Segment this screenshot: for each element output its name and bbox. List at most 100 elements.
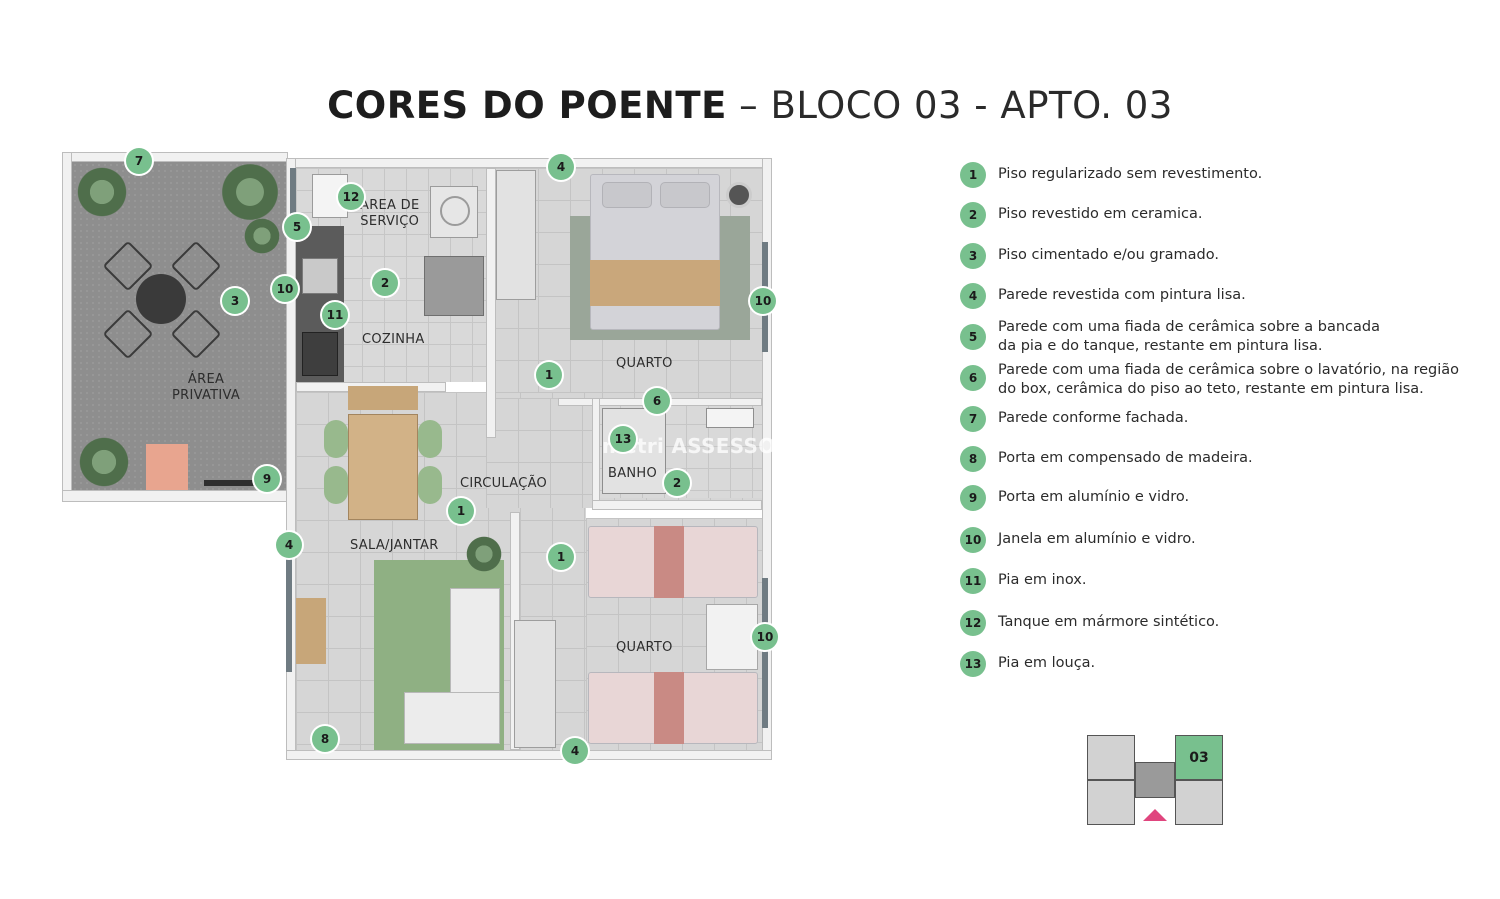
bed-pillow [602, 182, 652, 208]
legend-text: Piso regularizado sem revestimento. [998, 166, 1263, 182]
legend-text: Piso revestido em ceramica. [998, 206, 1203, 222]
terrace-bench [146, 444, 188, 490]
legend-text: Janela em alumínio e vidro. [998, 531, 1196, 547]
door-sala-left [286, 532, 292, 672]
watermark: metri ASSESSORIA [602, 434, 815, 458]
plant-icon [76, 434, 132, 490]
marker-1: 1 [448, 498, 474, 524]
outer-wall-main-top [286, 158, 772, 168]
key-unit-03: 03 [1175, 735, 1223, 780]
marker-5: 5 [284, 214, 310, 240]
room-label-area-privativa: ÁREA PRIVATIVA [172, 372, 241, 403]
lavatorio [706, 408, 754, 428]
bed-throw-2 [654, 672, 684, 744]
marker-6: 6 [644, 388, 670, 414]
legend-marker: 12 [960, 610, 986, 636]
key-pointer-icon [1143, 809, 1167, 821]
marker-2: 2 [372, 270, 398, 296]
marker-3: 3 [222, 288, 248, 314]
sofa-chaise [404, 692, 500, 744]
sink-inox [302, 258, 338, 294]
wardrobe-bottom [514, 620, 556, 748]
legend-marker: 10 [960, 527, 986, 553]
legend-text: Porta em compensado de madeira. [998, 450, 1253, 466]
marker-4: 4 [562, 738, 588, 764]
legend-marker: 8 [960, 446, 986, 472]
marker-4: 4 [276, 532, 302, 558]
block-key-map: 03 [1087, 735, 1223, 825]
outer-wall-top-terrace [62, 152, 288, 162]
floor-plan: ÁREA PRIVATIVA ÁREA DE SERVIÇO COZINHA Q… [62, 148, 814, 764]
marker-11: 11 [322, 302, 348, 328]
room-label-quarto-top: QUARTO [616, 356, 673, 371]
plant-icon [464, 534, 504, 574]
legend-marker: 1 [960, 162, 986, 188]
window-servico [290, 168, 296, 218]
bed-pillow [660, 182, 710, 208]
plant-icon [242, 216, 282, 256]
fridge [424, 256, 484, 316]
legend-marker: 9 [960, 485, 986, 511]
desk [706, 604, 758, 670]
terrace-table [136, 274, 186, 324]
legend-marker: 3 [960, 243, 986, 269]
legend-marker: 6 [960, 365, 986, 391]
outer-wall-terrace-bottom [62, 490, 292, 502]
marker-1: 1 [548, 544, 574, 570]
marker-2: 2 [664, 470, 690, 496]
dining-chair [324, 420, 348, 458]
window-quarto-bottom [762, 578, 768, 728]
tv-stand [296, 598, 326, 664]
shower-box [602, 408, 666, 494]
marker-1: 1 [536, 362, 562, 388]
key-unit-02 [1087, 780, 1135, 825]
dining-chair [418, 466, 442, 504]
room-label-quarto-bottom: QUARTO [616, 640, 673, 655]
legend-text: Porta em alumínio e vidro. [998, 489, 1190, 505]
sideboard [348, 386, 418, 410]
legend-text: Tanque em mármore sintético. [998, 614, 1220, 630]
room-label-cozinha: COZINHA [362, 332, 425, 347]
key-unit-04 [1175, 780, 1223, 825]
marker-10: 10 [750, 288, 776, 314]
marker-13: 13 [610, 426, 636, 452]
dining-chair [324, 466, 348, 504]
title-dash: – [739, 84, 759, 127]
room-label-banho: BANHO [608, 466, 658, 481]
marker-12: 12 [338, 184, 364, 210]
title-unit: BLOCO 03 - APTO. 03 [770, 84, 1173, 127]
bed-throw [590, 260, 720, 306]
marker-7: 7 [126, 148, 152, 174]
washing-machine-door [440, 196, 470, 226]
wall-banho-bottom [592, 500, 762, 510]
bed-throw-1 [654, 526, 684, 598]
room-label-sala-jantar: SALA/JANTAR [350, 538, 439, 553]
dining-chair [418, 420, 442, 458]
stove [302, 332, 338, 376]
legend-marker: 13 [960, 651, 986, 677]
legend-marker: 5 [960, 324, 986, 350]
page-title: CORES DO POENTE – BLOCO 03 - APTO. 03 [0, 84, 1500, 127]
marker-9: 9 [254, 466, 280, 492]
outer-wall-main-bottom [286, 750, 772, 760]
marker-10: 10 [272, 276, 298, 302]
legend-text: Parede com uma fiada de cerâmica sobre a… [998, 319, 1380, 354]
legend-text: Pia em inox. [998, 572, 1087, 588]
marker-8: 8 [312, 726, 338, 752]
legend-text: Piso cimentado e/ou gramado. [998, 247, 1219, 263]
legend-text: Parede com uma fiada de cerâmica sobre o… [998, 362, 1460, 397]
legend-marker: 7 [960, 406, 986, 432]
wall-corridor-left [486, 168, 496, 438]
dining-table [348, 414, 418, 520]
room-label-circulacao: CIRCULAÇÃO [460, 476, 548, 491]
wall-banho-left [592, 398, 600, 504]
nightstand-lamp [726, 182, 752, 208]
legend-marker: 4 [960, 283, 986, 309]
wardrobe-top [496, 170, 536, 300]
key-unit-label: 03 [1189, 750, 1209, 766]
room-label-area-servico: ÁREA DE SERVIÇO [360, 198, 420, 229]
marker-10: 10 [752, 624, 778, 650]
outer-wall-terrace-left [62, 152, 72, 502]
key-unit-01 [1087, 735, 1135, 780]
legend-text: Pia em louça. [998, 655, 1096, 671]
